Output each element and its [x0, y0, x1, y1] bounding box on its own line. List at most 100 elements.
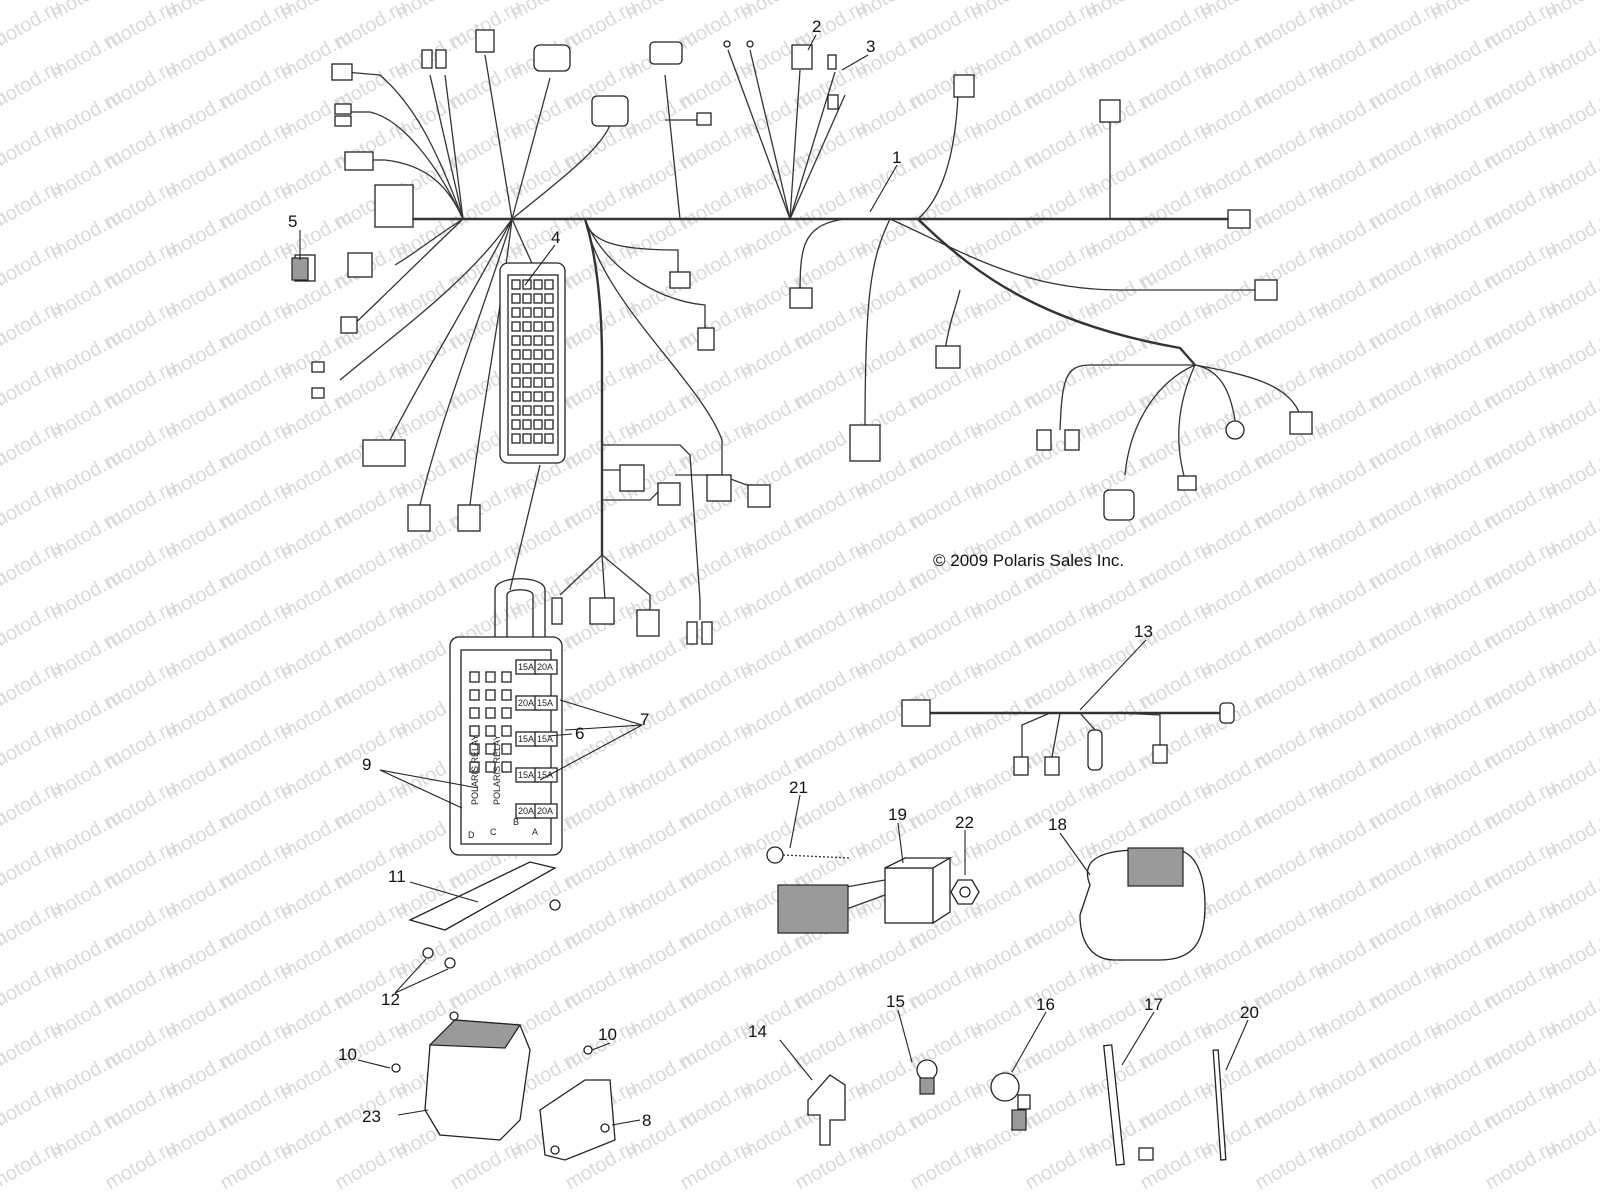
watermark-text: motod.ru: [1022, 1136, 1101, 1195]
callout-21: 21: [789, 778, 808, 797]
watermark-text: motod.ru: [102, 1136, 181, 1195]
fuse-cell: [469, 725, 480, 737]
fuse-cell: [511, 405, 521, 416]
relay-label-1: POLARIS RELAY: [470, 735, 480, 805]
fuse-cell: [533, 307, 543, 318]
callout-4: 4: [551, 228, 560, 247]
watermark-text: motod.ru: [0, 356, 66, 415]
fuse-cell: [501, 707, 512, 719]
watermark-text: motod.ru: [0, 1076, 66, 1135]
watermark-text: motod.ru: [0, 1136, 66, 1195]
fuse-cell: [533, 433, 543, 444]
fuse-rating: 15A: [518, 770, 534, 780]
fuse-rating: 20A: [518, 698, 534, 708]
fuse-cell: [522, 405, 532, 416]
fuse-cell: [511, 349, 521, 360]
fuse-rating: 20A: [518, 806, 534, 816]
fuse-cell: [511, 433, 521, 444]
fuse-cell: [544, 307, 554, 318]
fuse-cell: [522, 279, 532, 290]
fuse-cell: [501, 671, 512, 683]
fuse-cell: [533, 293, 543, 304]
fuse-cell: [511, 391, 521, 402]
fuse-cell: [522, 377, 532, 388]
watermark-text: motod.ru: [0, 296, 66, 355]
fuse-rating: 20A: [537, 806, 553, 816]
callout-10-left: 10: [338, 1045, 357, 1064]
callout-3: 3: [866, 37, 875, 56]
fuse-cell: [469, 689, 480, 701]
callout-17: 17: [1144, 995, 1163, 1014]
watermark-text: motod.ru: [1367, 1136, 1446, 1195]
copyright-notice: © 2009 Polaris Sales Inc.: [933, 551, 1124, 570]
fuse-rating: 15A: [537, 698, 553, 708]
fuse-cell: [533, 321, 543, 332]
callout-5: 5: [288, 212, 297, 231]
fuse-cell: [533, 349, 543, 360]
fuse-cell: [533, 377, 543, 388]
callout-15: 15: [886, 992, 905, 1011]
watermark-text: motod.ru: [0, 836, 66, 895]
callout-23: 23: [362, 1107, 381, 1126]
fuse-cell: [544, 279, 554, 290]
fuse-cell: [522, 321, 532, 332]
fuse-cell: [533, 279, 543, 290]
watermark-text: motod.ru: [907, 1136, 986, 1195]
fuse-cell: [511, 377, 521, 388]
watermark-text: motod.ru: [0, 56, 66, 115]
fuse-cell: [544, 377, 554, 388]
fuse-cell: [533, 335, 543, 346]
fuse-cell: [544, 363, 554, 374]
watermark-text: motod.ru: [447, 1136, 526, 1195]
watermark-text: motod.ru: [0, 896, 66, 955]
fuse-cell: [469, 671, 480, 683]
callout-19: 19: [888, 805, 907, 824]
fuse-rating: 15A: [518, 662, 534, 672]
fuse-letter-b: B: [513, 817, 519, 827]
fuse-letter-c: C: [490, 827, 497, 837]
fuse-cell: [485, 671, 496, 683]
fuse-cell: [544, 293, 554, 304]
fuse-cell: [544, 349, 554, 360]
fuse-cell: [511, 419, 521, 430]
fuse-cell: [485, 707, 496, 719]
fuse-rating: 15A: [518, 734, 534, 744]
fuse-cell: [469, 707, 480, 719]
callout-9: 9: [362, 755, 371, 774]
fuse-cell: [511, 363, 521, 374]
watermark-text: motod.ru: [0, 176, 66, 235]
callout-11: 11: [388, 867, 406, 886]
fuse-cell: [511, 321, 521, 332]
watermark-text: motod.ru: [0, 0, 11, 24]
callout-22: 22: [955, 813, 974, 832]
watermark-text: motod.ru: [0, 116, 66, 175]
watermark-text: motod.ru: [677, 1136, 756, 1195]
callout-13: 13: [1134, 622, 1153, 641]
fuse-cell: [544, 391, 554, 402]
watermark-text: motod.ru: [1482, 1136, 1561, 1195]
watermark-text: motod.ru: [0, 596, 66, 655]
watermark-text: motod.ru: [0, 236, 66, 295]
fuse-cell: [511, 293, 521, 304]
fuse-letter-a: A: [532, 827, 538, 837]
watermark-text: motod.ru: [0, 1016, 66, 1075]
watermark-text: motod.ru: [0, 416, 66, 475]
fuse-cell: [511, 279, 521, 290]
watermark-text: motod.ru: [217, 1136, 296, 1195]
callout-6: 6: [575, 724, 584, 743]
fuse-cell: [522, 391, 532, 402]
fuse-cell: [501, 761, 512, 773]
watermark-text: motod.ru: [0, 536, 66, 595]
fuse-cell: [522, 293, 532, 304]
fuse-cell: [501, 743, 512, 755]
fuse-cell: [544, 321, 554, 332]
callout-14: 14: [748, 1022, 767, 1041]
watermark-text: motod.ru: [1137, 1136, 1216, 1195]
fuse-cell: [544, 405, 554, 416]
relay-label-2: POLARIS RELAY: [492, 735, 502, 805]
fuse-cell: [533, 419, 543, 430]
fuse-cell: [522, 307, 532, 318]
fuse-cell: [511, 335, 521, 346]
watermark-text: motod.ru: [0, 476, 66, 535]
